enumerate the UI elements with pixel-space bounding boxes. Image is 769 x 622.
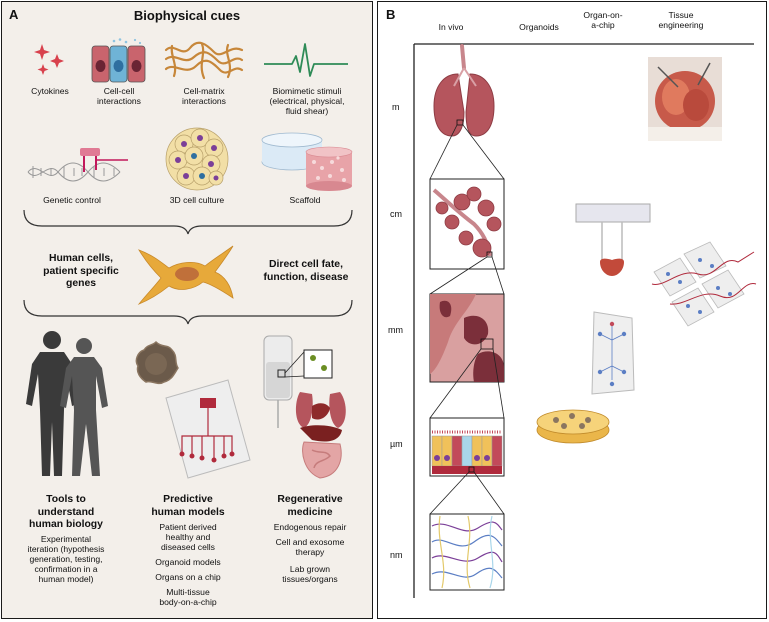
heart-photo	[648, 57, 722, 141]
cell-matrix-icon	[164, 41, 244, 80]
panel-a: A Biophysical cues Cytokines Cell-cell i…	[1, 1, 373, 619]
outcome-item-tools-0: Experimental iteration (hypothesis gener…	[27, 534, 105, 584]
outcome-item-predictive-3: Multi-tissue body-on-a-chip	[159, 587, 217, 607]
outcome-item-regenerative-0: Endogenous repair	[273, 522, 347, 532]
cue-label-genetic: Genetic control	[43, 195, 101, 205]
direct-fate-label: Direct cell fate, function, disease	[263, 259, 349, 283]
cue-label-cell-matrix: Cell-matrix interactions	[182, 86, 226, 106]
iv-bag-organs-icon	[263, 335, 346, 479]
zoom-cascade	[429, 44, 505, 591]
organ-chip-cm	[575, 203, 651, 276]
column-header-in-vivo: In vivo	[438, 22, 464, 32]
outcome-item-regenerative-1: Cell and exosome therapy	[275, 537, 345, 557]
outcome-title-predictive: Predictive human models	[151, 494, 225, 518]
3d-cell-culture-icon	[165, 127, 229, 191]
biomimetic-signal-icon	[264, 43, 348, 77]
panel-b-label: B	[386, 7, 396, 22]
scale-um: µm	[390, 439, 403, 449]
organoid-icon	[135, 340, 179, 385]
scale-mm: mm	[388, 325, 403, 335]
cytokines-icon	[34, 44, 64, 75]
cell-cell-icon	[91, 38, 146, 83]
human-cells-label: Human cells, patient specific genes	[43, 253, 119, 289]
outcome-item-regenerative-2: Lab grown tissues/organs	[282, 564, 338, 584]
scale-m: m	[392, 102, 400, 112]
cue-label-scaffold: Scaffold	[289, 195, 321, 205]
organ-chip-mm	[591, 311, 635, 395]
scaffold-icon	[261, 132, 353, 191]
human-silhouettes-icon	[26, 331, 108, 476]
organoid-dish	[536, 409, 610, 444]
outcome-item-predictive-1: Organoid models	[155, 557, 221, 567]
tissue-chip-array	[651, 241, 757, 327]
column-header-organ-chip: Organ-on- a-chip	[583, 10, 623, 30]
outcome-title-tools: Tools to understand human biology	[29, 494, 103, 530]
stem-cell-icon	[137, 245, 234, 305]
dna-genetic-control-icon	[27, 148, 128, 182]
outcome-item-predictive-2: Organs on a chip	[155, 572, 221, 582]
panel-a-label: A	[9, 7, 19, 22]
cue-label-cytokines: Cytokines	[31, 86, 69, 96]
organ-chip-icon	[165, 379, 251, 479]
brace-top	[23, 209, 353, 325]
cue-label-cell-cell: Cell-cell interactions	[97, 86, 141, 106]
axes	[413, 43, 754, 598]
cue-label-3d-culture: 3D cell culture	[169, 195, 225, 205]
scale-nm: nm	[390, 550, 403, 560]
outcome-item-predictive-0: Patient derived healthy and diseased cel…	[159, 522, 217, 552]
column-header-tissue-eng: Tissue engineering	[658, 10, 704, 30]
scale-cm: cm	[390, 209, 402, 219]
panel-b: B In vivo Organoids Organ-on- a-chip Tis…	[377, 1, 767, 619]
cue-label-biomimetic: Biomimetic stimuli (electrical, physical…	[269, 86, 345, 116]
outcome-title-regenerative: Regenerative medicine	[277, 494, 343, 518]
panel-a-title: Biophysical cues	[133, 8, 241, 23]
column-header-organoids: Organoids	[519, 22, 559, 32]
